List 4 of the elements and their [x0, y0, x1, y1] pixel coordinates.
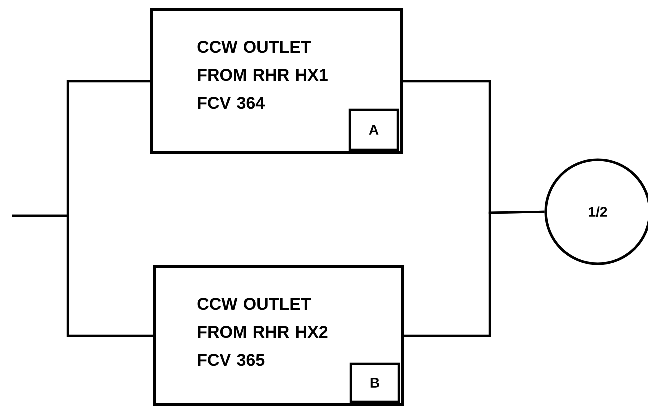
tag-box: B: [350, 362, 400, 404]
tag-box: A: [348, 108, 400, 152]
connector-line: [12, 214, 154, 338]
connector-line: [404, 210, 545, 338]
